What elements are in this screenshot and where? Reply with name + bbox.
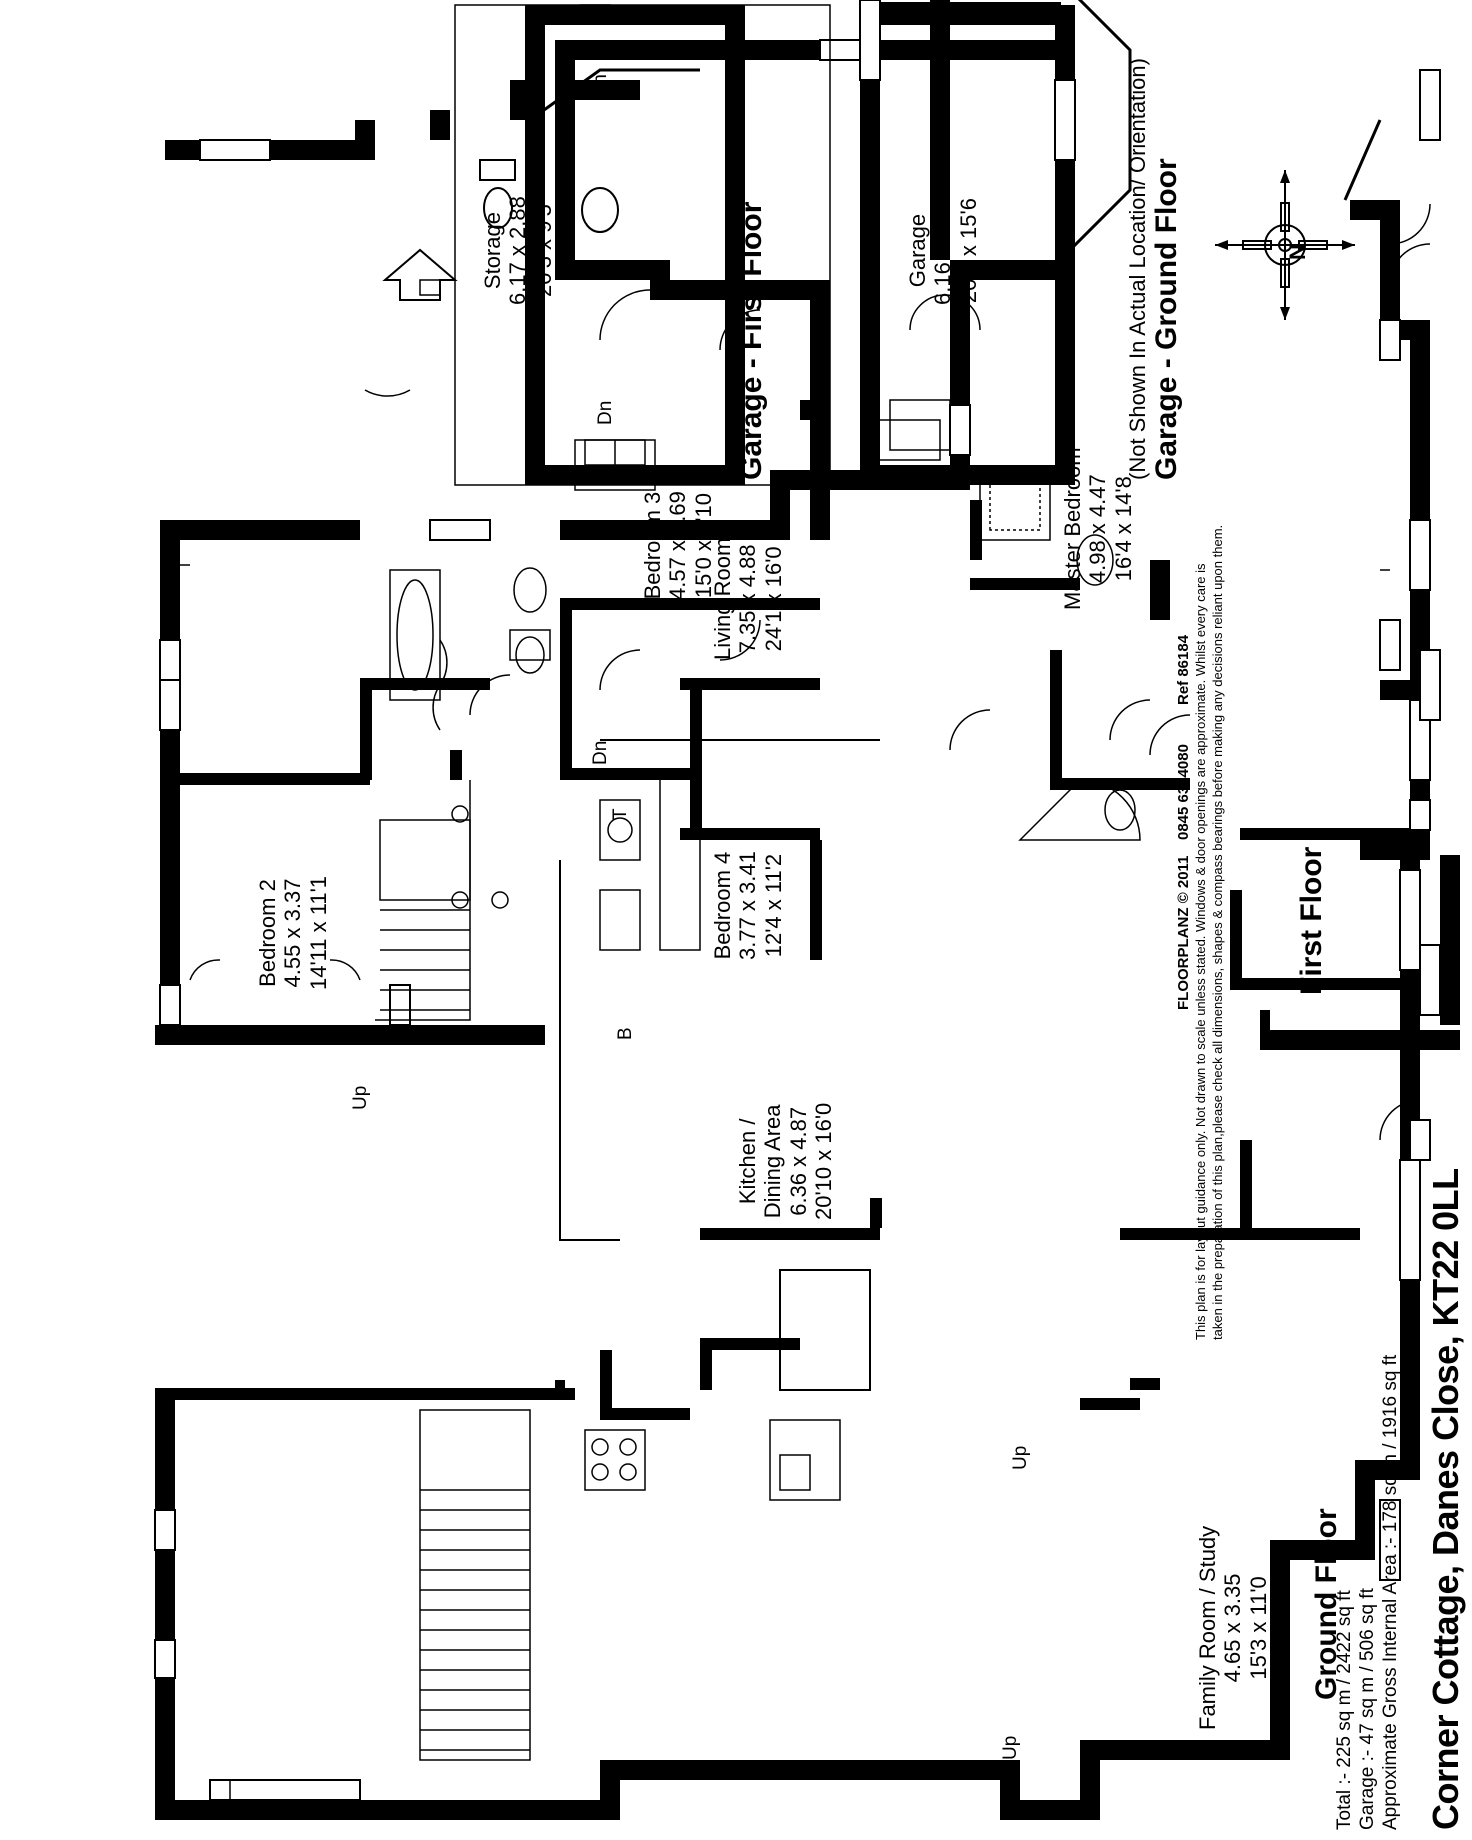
room-name: Bedroom 2 — [255, 879, 280, 987]
room-name: Storage — [480, 212, 505, 290]
garage-ground-floor-plan — [859, 0, 1076, 485]
room-imperial: 14'11 x 11'1 — [305, 875, 331, 990]
porch-up-label: Up — [350, 1085, 371, 1110]
ground-floor-title: Ground Floor — [1310, 1508, 1343, 1700]
storage-down-label: Dn — [595, 400, 616, 425]
stairs-up-label: Up — [1010, 1445, 1031, 1470]
room-garage: Garage 6.16 x 4.73 20'3 x 15'6 — [905, 196, 981, 305]
room-name: Family Room / Study — [1195, 1525, 1220, 1730]
room-imperial: 20'10 x 16'0 — [810, 1102, 836, 1220]
room-kitchen-dining: Kitchen / Dining Area 6.36 x 4.87 20'10 … — [735, 1103, 836, 1220]
room-metric: 7.35 x 4.88 — [735, 544, 761, 654]
ground-floor-plan — [154, 68, 1431, 1820]
floorplanz-phone: 0845 6344080 — [1175, 744, 1192, 840]
first-floor-title: First Floor — [1295, 846, 1328, 995]
garage-up-label: Up — [1055, 415, 1076, 440]
disclaimer-line-2: taken in the preparation of this plan,pl… — [1210, 524, 1225, 1340]
room-storage: Storage 6.17 x 2.88 20'3 x 9'5 — [480, 196, 556, 305]
floorplanz-brand: FLOORPLANZ © 2011 — [1175, 855, 1192, 1010]
garage-location-note: (Not Shown In Actual Location/ Orientati… — [1125, 58, 1150, 480]
compass-rose — [1215, 170, 1355, 320]
room-name-line2: Dining Area — [760, 1104, 786, 1219]
stairs-down-label: Dn — [590, 740, 611, 765]
in-label: In — [590, 74, 611, 90]
gross-area-line: Approximate Gross Internal Area :- 178 s… — [1380, 1354, 1401, 1830]
garage-ground-floor-title: Garage - Ground Floor — [1150, 158, 1183, 480]
room-metric: 6.16 x 4.73 — [930, 196, 956, 305]
room-metric: 6.17 x 2.88 — [505, 196, 531, 305]
room-bedroom-2: Bedroom 2 4.55 x 3.37 14'11 x 11'1 — [255, 876, 331, 990]
tank-label: T — [610, 808, 631, 820]
room-living: Living Room 7.35 x 4.88 24'1 x 16'0 — [710, 538, 786, 660]
room-metric: 4.65 x 3.35 — [1220, 1573, 1246, 1683]
garage-area-line: Garage :- 47 sq m / 506 sq ft — [1357, 1588, 1378, 1830]
room-metric: 4.55 x 3.37 — [280, 878, 306, 988]
room-metric: 6.36 x 4.87 — [785, 1106, 811, 1216]
floorplanz-ref: Ref 86184 — [1175, 634, 1192, 705]
room-bedroom-3: Bedroom 3 4.57 x 2.69 15'0 x 8'10 — [640, 491, 716, 600]
room-metric: 4.57 x 2.69 — [665, 491, 691, 600]
room-imperial: 12'4 x 11'2 — [760, 853, 786, 958]
room-name: Bedroom 4 — [710, 851, 735, 960]
room-imperial: 20'3 x 9'5 — [530, 204, 556, 297]
room-imperial: 15'3 x 11'0 — [1245, 1576, 1271, 1680]
garage-first-floor-title: Garage - First Floor — [735, 201, 768, 480]
room-name: Bedroom 3 — [640, 491, 665, 600]
room-metric: 3.77 x 3.41 — [735, 851, 761, 960]
room-family-study: Family Room / Study 4.65 x 3.35 15'3 x 1… — [1195, 1526, 1271, 1730]
room-metric: 4.98 x 4.47 — [1085, 474, 1111, 584]
room-imperial: 24'1 x 16'0 — [760, 546, 786, 652]
room-bedroom-4: Bedroom 4 3.77 x 3.41 12'4 x 11'2 — [710, 851, 786, 960]
garage-first-floor-plan — [454, 4, 831, 491]
room-imperial: 20'3 x 15'6 — [955, 198, 981, 304]
room-name-line1: Kitchen / — [735, 1118, 760, 1205]
page-title: Corner Cottage, Danes Close, KT22 0LL — [1425, 1168, 1466, 1830]
disclaimer-line-1: This plan is for layout guidance only. N… — [1193, 563, 1208, 1340]
entry-up-label: Up — [1000, 1735, 1021, 1760]
room-name: Master Bedroom — [1060, 447, 1085, 610]
compass-north-label: N — [1285, 244, 1310, 260]
room-imperial: 15'0 x 8'10 — [690, 493, 716, 599]
boiler-label: B — [615, 1027, 636, 1040]
room-name: Garage — [905, 213, 930, 288]
